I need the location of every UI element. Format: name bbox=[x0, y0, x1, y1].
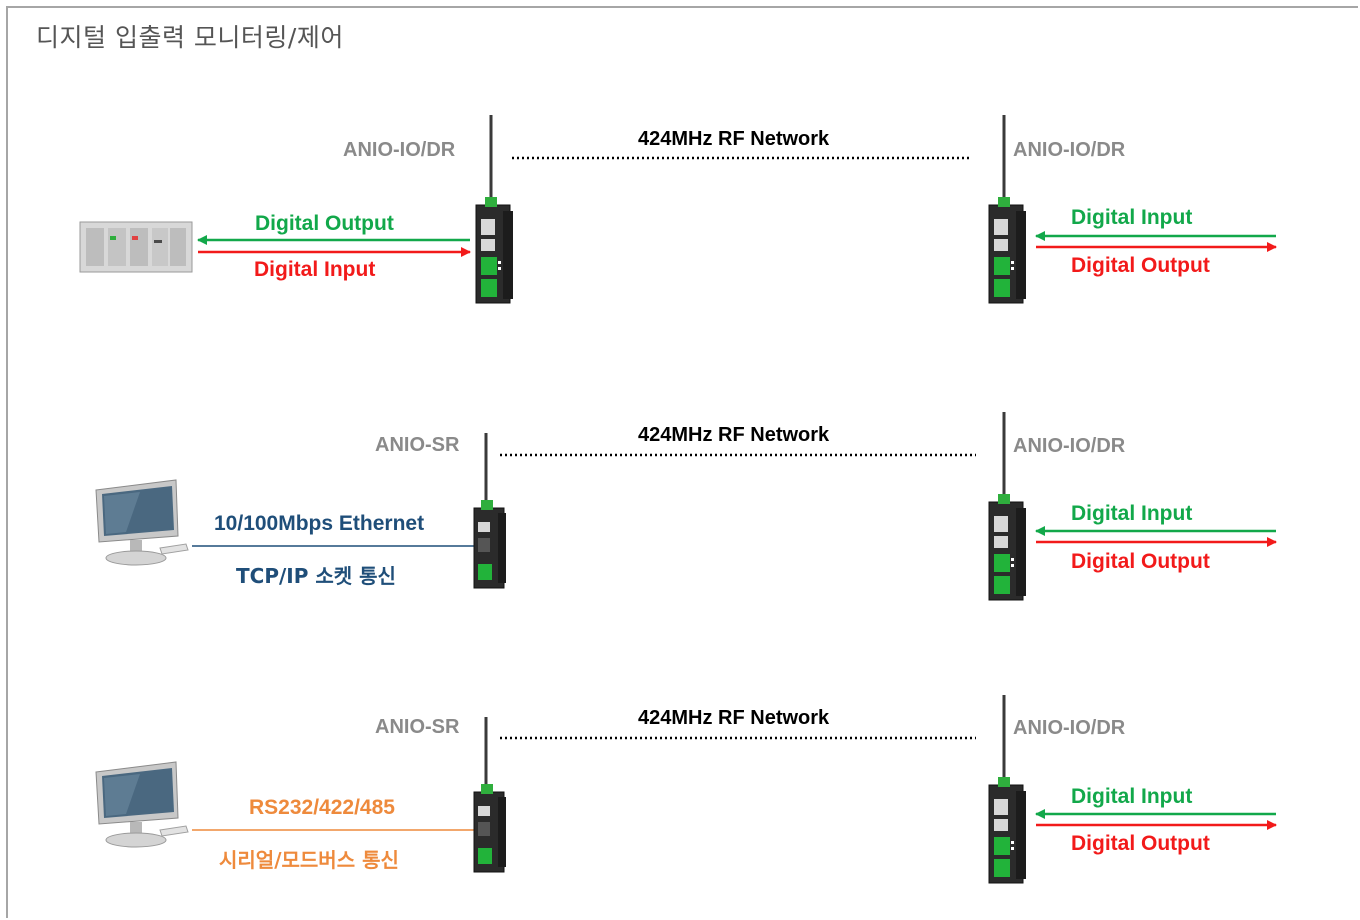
row-2 bbox=[95, 411, 1277, 601]
page-title: 디지털 입출력 모니터링/제어 bbox=[36, 23, 344, 52]
rf-network-label: 424MHz RF Network bbox=[638, 707, 830, 729]
right-link-top-label: Digital Input bbox=[1071, 206, 1193, 229]
pc-monitor-icon bbox=[95, 479, 189, 566]
left-link-top-label: 10/100Mbps Ethernet bbox=[214, 512, 425, 535]
row-3 bbox=[95, 694, 1277, 884]
left-link-top-label: RS232/422/485 bbox=[249, 796, 395, 819]
left-link-bottom-label: 시리얼/모드버스 통신 bbox=[219, 848, 399, 872]
rf-network-label: 424MHz RF Network bbox=[638, 424, 830, 446]
pc-monitor-icon bbox=[95, 761, 189, 848]
right-device-label: ANIO-IO/DR bbox=[1013, 139, 1126, 161]
right-link-bottom-label: Digital Output bbox=[1071, 254, 1210, 277]
left-link-bottom-label: Digital Input bbox=[254, 258, 376, 281]
plc-icon bbox=[79, 221, 193, 273]
diagram-frame bbox=[6, 6, 1358, 918]
rf-io-device-icon bbox=[475, 114, 514, 304]
right-link-bottom-label: Digital Output bbox=[1071, 550, 1210, 573]
serial-server-device-icon bbox=[473, 716, 507, 873]
left-device-label: ANIO-SR bbox=[375, 716, 460, 738]
left-link-bottom-label: TCP/IP 소켓 통신 bbox=[236, 564, 396, 588]
left-link-top-label: Digital Output bbox=[255, 212, 394, 235]
left-device-label: ANIO-IO/DR bbox=[343, 139, 456, 161]
right-link-top-label: Digital Input bbox=[1071, 785, 1193, 808]
rf-network-label: 424MHz RF Network bbox=[638, 128, 830, 150]
right-link-bottom-label: Digital Output bbox=[1071, 832, 1210, 855]
right-device-label: ANIO-IO/DR bbox=[1013, 717, 1126, 739]
left-device-label: ANIO-SR bbox=[375, 434, 460, 456]
right-device-label: ANIO-IO/DR bbox=[1013, 435, 1126, 457]
row-1 bbox=[79, 114, 1277, 304]
right-link-top-label: Digital Input bbox=[1071, 502, 1193, 525]
